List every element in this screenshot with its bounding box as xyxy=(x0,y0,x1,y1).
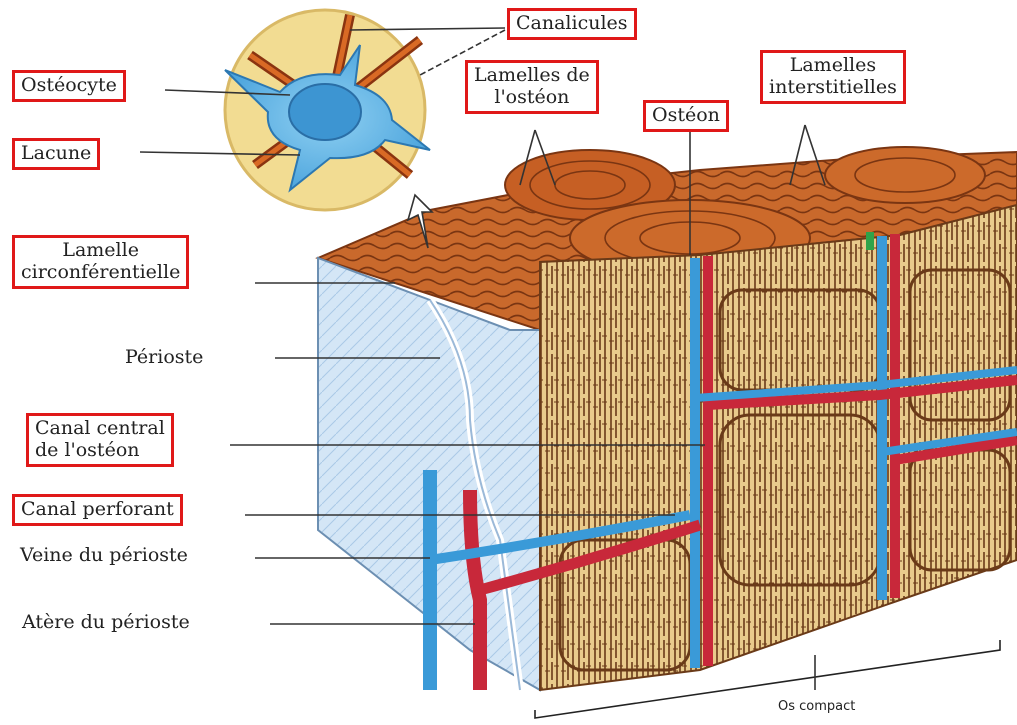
label-lamelles-osteon-line2: l'ostéon xyxy=(474,87,590,109)
osteon-top-right xyxy=(825,147,985,203)
label-artere-perioste: Atère du périoste xyxy=(22,612,190,634)
label-canalicules: Canalicules xyxy=(507,8,637,40)
label-lamelle-circonferentielle: Lamelle circonférentielle xyxy=(12,235,189,289)
label-osteocyte: Ostéocyte xyxy=(12,70,126,102)
osteocyte-magnified-view xyxy=(225,10,430,210)
label-lamelles-inter-line1: Lamelles xyxy=(769,55,897,77)
label-lamelles-osteon-line1: Lamelles de xyxy=(474,65,590,87)
label-lamelles-interstitielles: Lamelles interstitielles xyxy=(760,50,906,104)
label-lamelle-circ-line1: Lamelle xyxy=(21,240,180,262)
label-osteon: Ostéon xyxy=(643,100,729,132)
label-lamelle-circ-line2: circonférentielle xyxy=(21,262,180,284)
label-canal-perforant: Canal perforant xyxy=(12,494,183,526)
label-perioste: Périoste xyxy=(125,347,203,369)
label-canal-central-line2: de l'ostéon xyxy=(35,440,165,462)
label-canal-central: Canal central de l'ostéon xyxy=(26,413,174,467)
label-lamelles-osteon: Lamelles de l'ostéon xyxy=(465,60,599,114)
label-canal-central-line1: Canal central xyxy=(35,418,165,440)
osteocyte-nucleus xyxy=(289,84,361,140)
label-os-compact: Os compact xyxy=(778,700,855,715)
label-veine-perioste: Veine du périoste xyxy=(20,545,188,567)
label-lamelles-inter-line2: interstitielles xyxy=(769,77,897,99)
label-lacune: Lacune xyxy=(12,138,100,170)
